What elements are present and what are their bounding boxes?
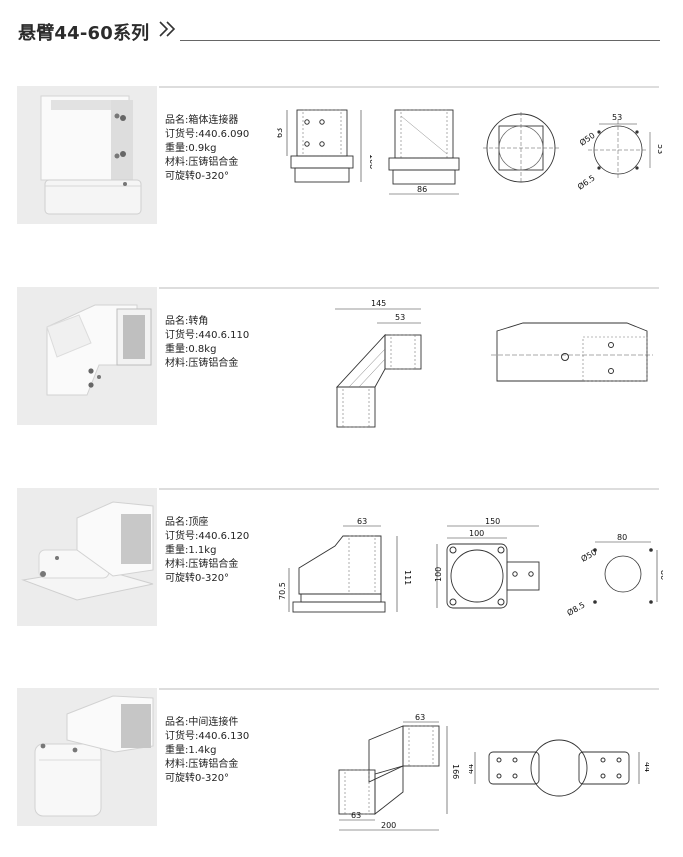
dim-label: 63 [415, 713, 425, 722]
material: 材料:压铸铝合金 [165, 559, 239, 570]
dim-label: 108 [368, 154, 372, 169]
product-photo-middle-connector [17, 688, 157, 826]
weight: 重量:0.9kg [165, 143, 217, 154]
weight: 重量:1.4kg [165, 745, 217, 756]
rotation: 可旋转0-320° [165, 171, 230, 182]
spec-block: 品名:箱体连接器 订货号:440.6.090 重量:0.9kg 材料:压铸铝合金… [165, 114, 285, 184]
spec-block: 品名:顶座 订货号:440.6.120 重量:1.1kg 材料:压铸铝合金 可旋… [165, 516, 285, 586]
drawing-top-base-side: 63 70.5 111 [279, 516, 419, 620]
drawing-side-view: 63 108 [277, 102, 372, 202]
material: 材料:压铸铝合金 [165, 759, 239, 770]
order-number: 订货号:440.6.090 [165, 129, 250, 140]
product-name: 品名:转角 [165, 316, 209, 327]
product-name: 品名:箱体连接器 [165, 115, 239, 126]
dim-label: 111 [403, 570, 412, 585]
weight: 重量:0.8kg [165, 344, 217, 355]
header-rule [180, 40, 660, 41]
dim-label: 70.5 [279, 582, 287, 600]
dim-label: 44 [469, 764, 475, 774]
drawing-middle-side: 63 166 63 200 [329, 712, 459, 834]
page-header: 悬臂44-60系列 [18, 12, 660, 48]
drawing-top-base-top: 150 100 100 [431, 518, 551, 622]
spec-block: 品名:中间连接件 订货号:440.6.130 重量:1.4kg 材料:压铸铝合金… [165, 716, 285, 786]
order-number: 订货号:440.6.130 [165, 731, 250, 742]
dim-label: 53 [656, 144, 662, 154]
product-section-box-connector: 品名:箱体连接器 订货号:440.6.090 重量:0.9kg 材料:压铸铝合金… [17, 86, 662, 226]
dim-label: 86 [417, 185, 427, 194]
dim-label: 53 [395, 313, 405, 322]
product-name: 品名:中间连接件 [165, 717, 239, 728]
section-divider [159, 86, 659, 88]
dim-label: 166 [451, 764, 459, 779]
section-divider [159, 688, 659, 690]
order-number: 订货号:440.6.110 [165, 330, 250, 341]
drawing-middle-top: 44 44 [469, 728, 649, 808]
drawing-top-view [479, 108, 569, 188]
dim-label: 100 [434, 567, 443, 582]
rotation: 可旋转0-320° [165, 773, 230, 784]
product-name: 品名:顶座 [165, 517, 209, 528]
dim-label: 80 [659, 570, 663, 580]
section-divider [159, 488, 659, 490]
drawing-front-view: 86 [385, 106, 475, 206]
product-photo-corner [17, 287, 157, 425]
spec-block: 品名:转角 订货号:440.6.110 重量:0.8kg 材料:压铸铝合金 [165, 315, 285, 371]
rotation: 可旋转0-320° [165, 573, 230, 584]
dim-label: Ø8.5 [565, 600, 586, 618]
weight: 重量:1.1kg [165, 545, 217, 556]
drawing-elbow-top [487, 319, 657, 389]
dim-label: 53 [612, 113, 622, 122]
dim-label: 80 [617, 533, 627, 542]
section-divider [159, 287, 659, 289]
dim-label: 150 [485, 518, 500, 526]
drawing-elbow-side: 145 53 [329, 293, 449, 433]
dim-label: 100 [469, 529, 484, 538]
double-chevron-right-icon [159, 21, 176, 37]
material: 材料:压铸铝合金 [165, 157, 239, 168]
product-section-middle-connector: 品名:中间连接件 订货号:440.6.130 重量:1.4kg 材料:压铸铝合金… [17, 688, 659, 831]
product-section-top-base: 品名:顶座 订货号:440.6.120 重量:1.1kg 材料:压铸铝合金 可旋… [17, 488, 663, 628]
dim-label: Ø6.5 [575, 173, 596, 192]
product-section-corner: 品名:转角 订货号:440.6.110 重量:0.8kg 材料:压铸铝合金 14… [17, 287, 659, 428]
dim-label: 44 [643, 762, 649, 772]
dim-label: Ø50 [577, 130, 596, 148]
drawing-top-base-holes: 80 80 Ø50 Ø8.5 [563, 532, 663, 626]
dim-label: 63 [351, 811, 361, 820]
dim-label: 63 [357, 517, 367, 526]
drawing-hole-pattern: 53 Ø50 53 Ø6.5 [572, 106, 662, 201]
dim-label: 145 [371, 299, 386, 308]
page-title: 悬臂44-60系列 [18, 23, 150, 44]
product-photo-box-connector [17, 86, 157, 224]
order-number: 订货号:440.6.120 [165, 531, 250, 542]
product-photo-top-base [17, 488, 157, 626]
dim-label: 200 [381, 821, 396, 830]
material: 材料:压铸铝合金 [165, 358, 239, 369]
dim-label: 63 [277, 128, 284, 138]
